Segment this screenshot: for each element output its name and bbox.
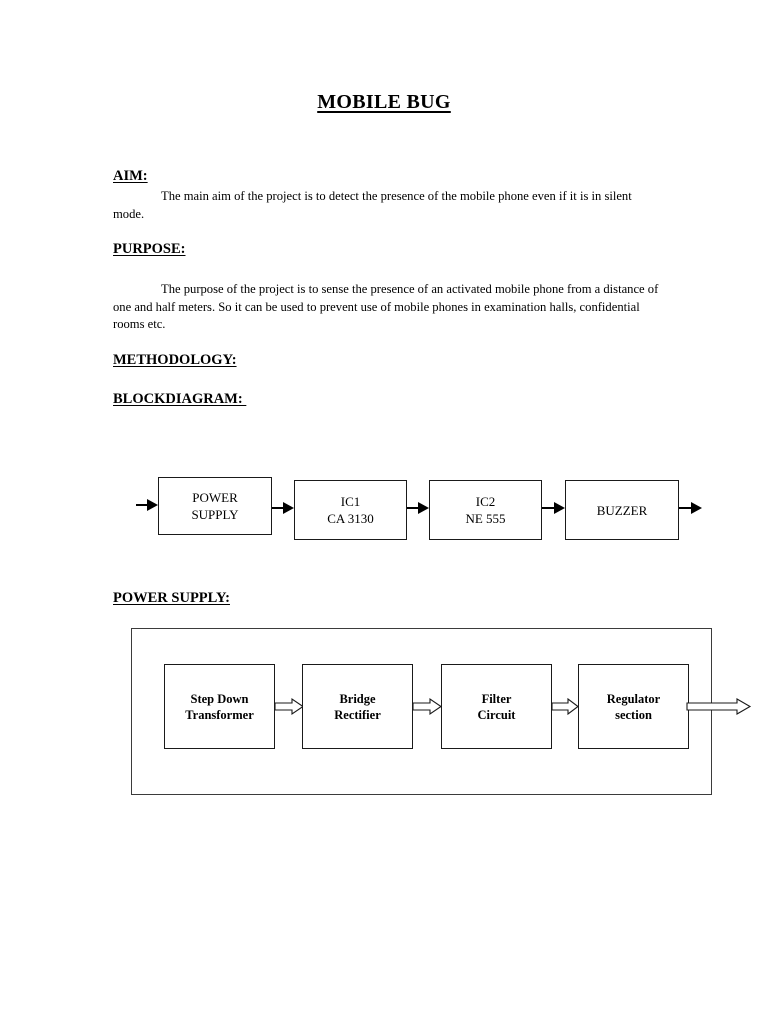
block-step-down-transformer-line2: Transformer — [185, 707, 254, 722]
arrow-shaft — [542, 507, 555, 509]
block-regulator-section: Regulator section — [578, 664, 689, 749]
arrow-shaft — [136, 504, 148, 506]
arrow-icon-filter-to-regulator — [551, 697, 579, 716]
heading-aim: AIM: — [113, 168, 148, 184]
block-filter-circuit-line2: Circuit — [477, 707, 516, 722]
block-step-down-transformer-line1: Step Down — [190, 691, 249, 706]
block-power-supply-line1: POWER — [192, 490, 238, 505]
block-step-down-transformer: Step Down Transformer — [164, 664, 275, 749]
arrow-icon-output — [679, 502, 702, 514]
arrow-icon-input — [136, 499, 158, 511]
arrow-icon-ic2-to-buzzer — [542, 502, 565, 514]
arrow-head — [147, 499, 158, 511]
arrow-head — [418, 502, 429, 514]
paragraph-aim: The main aim of the project is to detect… — [113, 189, 632, 221]
block-ic2: IC2 NE 555 — [429, 480, 542, 540]
arrow-icon-ic1-to-ic2 — [407, 502, 429, 514]
paragraph-purpose: The purpose of the project is to sense t… — [113, 282, 659, 331]
block-power-supply-line2: SUPPLY — [191, 507, 239, 522]
block-filter-circuit: Filter Circuit — [441, 664, 552, 749]
heading-blockdiagram: BLOCKDIAGRAM: — [113, 391, 247, 407]
arrow-icon-transformer-to-rectifier — [274, 697, 304, 716]
heading-power-supply: POWER SUPPLY: — [113, 590, 230, 606]
block-filter-circuit-line1: Filter — [481, 691, 512, 706]
block-regulator-section-line2: section — [615, 707, 652, 722]
block-ic1-line1: IC1 — [340, 494, 361, 509]
block-ic1: IC1 CA 3130 — [294, 480, 407, 540]
page-title: MOBILE BUG — [317, 91, 451, 113]
block-ic2-line2: NE 555 — [465, 511, 506, 526]
arrow-shaft — [679, 507, 692, 509]
block-power-supply: POWER SUPPLY — [158, 477, 272, 535]
arrow-icon-rectifier-to-filter — [412, 697, 442, 716]
heading-methodology: METHODOLOGY: — [113, 352, 237, 368]
block-ic1-line2: CA 3130 — [327, 511, 374, 526]
arrow-head — [554, 502, 565, 514]
block-ic2-line1: IC2 — [475, 494, 496, 509]
block-bridge-rectifier-line1: Bridge — [339, 691, 376, 706]
block-buzzer-line1: BUZZER — [596, 502, 648, 518]
block-regulator-section-line1: Regulator — [606, 691, 661, 706]
block-buzzer: BUZZER — [565, 480, 679, 540]
power-supply-block-diagram: Step Down Transformer Bridge Rectifier F… — [131, 628, 752, 795]
arrow-head — [691, 502, 702, 514]
arrow-shaft — [407, 507, 419, 509]
block-bridge-rectifier: Bridge Rectifier — [302, 664, 413, 749]
page-bottom-spacer — [0, 1020, 1, 1021]
arrow-head — [283, 502, 294, 514]
arrow-icon-power-to-ic1 — [272, 502, 294, 514]
arrow-shaft — [272, 507, 284, 509]
heading-purpose: PURPOSE: — [113, 241, 186, 257]
arrow-icon-regulator-output — [686, 698, 752, 715]
block-bridge-rectifier-line2: Rectifier — [334, 707, 381, 722]
